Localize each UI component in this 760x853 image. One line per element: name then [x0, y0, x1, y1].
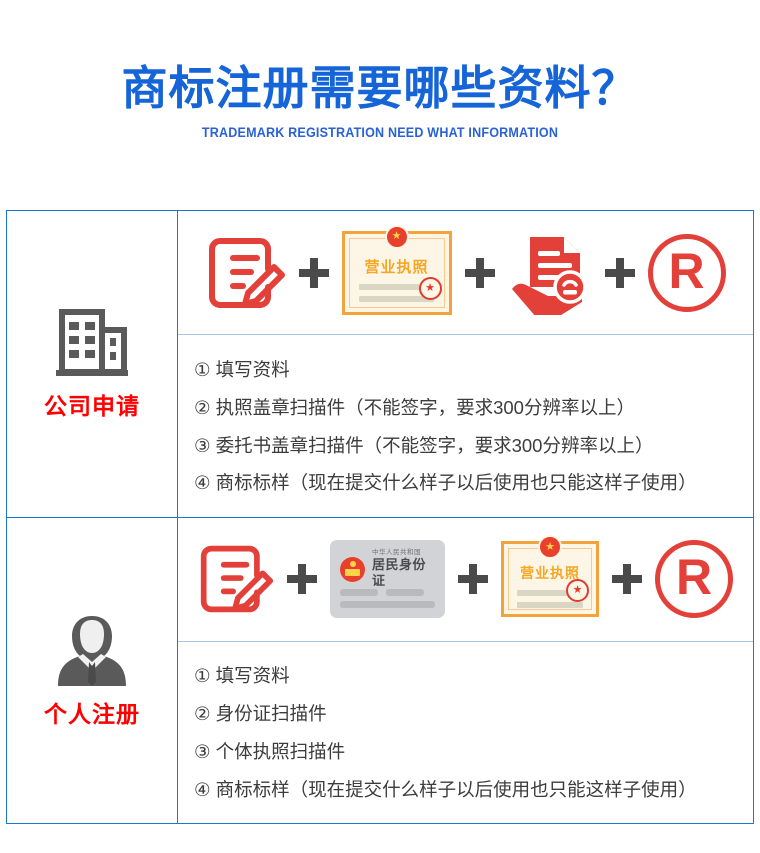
license-seal-icon: ★: [418, 276, 442, 300]
hand-holding-stamped-document-icon: [508, 231, 592, 315]
plus-separator: [298, 257, 329, 288]
page-title: 商标注册需要哪些资料？: [121, 62, 639, 114]
actor-label-company: 公司申请: [44, 393, 140, 420]
id-card-bar-row: [340, 601, 435, 609]
actor-cell-company: 公司申请: [7, 211, 178, 517]
requirements-cell-company: ★ 营业执照 ★: [178, 211, 753, 517]
id-card-header: 中华人民共和国 居民身份证: [340, 549, 435, 589]
plus-separator: [604, 257, 635, 288]
national-emblem-icon: [340, 556, 365, 582]
page-subtitle: TRADEMARK REGISTRATION NEED WHAT INFORMA…: [201, 124, 559, 140]
actor-label-individual: 个人注册: [44, 700, 140, 727]
registered-trademark-letter: R: [668, 242, 705, 299]
list-item-text: 个体执照扫描件: [215, 741, 346, 763]
table-row-company: 公司申请 ★: [7, 211, 753, 517]
list-item-text: 填写资料: [215, 358, 290, 380]
id-card-nation: 中华人民共和国: [372, 549, 421, 556]
list-item-number: ③: [194, 434, 211, 456]
id-card-titles: 中华人民共和国 居民身份证: [372, 549, 435, 589]
license-seal-icon: ★: [566, 579, 589, 602]
document-pencil-icon: [206, 231, 286, 315]
requirements-table: 公司申请 ★: [6, 210, 754, 824]
icon-strip-company: ★ 营业执照 ★: [178, 211, 753, 335]
license-bar: [516, 602, 584, 608]
registered-trademark-icon: R: [655, 540, 733, 618]
list-item-text: 商标标样（现在提交什么样子以后使用也只能这样子使用）: [215, 472, 697, 494]
license-text-bars: [516, 590, 584, 614]
license-emblem-icon: ★: [538, 535, 562, 559]
page-header: 商标注册需要哪些资料？ TRADEMARK REGISTRATION NEED …: [0, 0, 760, 140]
list-item-number: ②: [194, 703, 211, 725]
business-license-icon: ★ 营业执照 ★: [501, 535, 599, 617]
license-bar: [359, 295, 434, 302]
list-item-number: ②: [194, 396, 211, 418]
list-item-text: 商标标样（现在提交什么样子以后使用也只能这样子使用）: [215, 778, 697, 800]
actor-cell-individual: 个人注册: [7, 517, 178, 823]
id-card-bar-row: [340, 589, 435, 597]
list-item-number: ①: [194, 665, 211, 687]
icon-strip-individual: 中华人民共和国 居民身份证: [178, 518, 753, 642]
list-item-number: ④: [194, 472, 211, 494]
id-card-bar: [340, 589, 378, 597]
requirements-cell-individual: 中华人民共和国 居民身份证: [178, 518, 753, 824]
id-card-bars: [340, 589, 435, 609]
list-item-number: ③: [194, 741, 211, 763]
license-text-bars: [359, 283, 434, 308]
list-item-text: 身份证扫描件: [215, 703, 327, 725]
list-item-number: ①: [194, 358, 211, 380]
registered-trademark-icon: R: [647, 233, 726, 312]
registered-trademark-letter: R: [675, 549, 713, 605]
id-card-bar: [386, 589, 424, 597]
license-title: 营业执照: [520, 565, 580, 581]
document-pencil-icon: [198, 539, 274, 619]
list-item-text: 填写资料: [215, 665, 290, 687]
table-row-individual: 个人注册: [7, 516, 753, 824]
license-emblem-icon: ★: [384, 224, 409, 249]
plus-separator: [464, 257, 495, 288]
id-card-icon: 中华人民共和国 居民身份证: [330, 540, 445, 618]
license-bar: [516, 590, 584, 596]
id-card-bar: [340, 601, 435, 609]
business-license-icon: ★ 营业执照 ★: [341, 224, 452, 315]
office-building-icon: [53, 306, 131, 378]
plus-separator: [287, 564, 317, 594]
list-item-number: ④: [194, 778, 211, 800]
license-title: 营业执照: [364, 258, 429, 276]
list-item-text: 委托书盖章扫描件（不能签字，要求300分辨率以上）: [215, 434, 654, 456]
list-item-text: 执照盖章扫描件（不能签字，要求300分辨率以上）: [215, 396, 635, 418]
person-businessman-icon: [53, 612, 131, 686]
id-card-title: 居民身份证: [372, 556, 427, 589]
plus-separator: [458, 564, 488, 594]
license-bar: [359, 283, 434, 290]
plus-separator: [612, 564, 642, 594]
